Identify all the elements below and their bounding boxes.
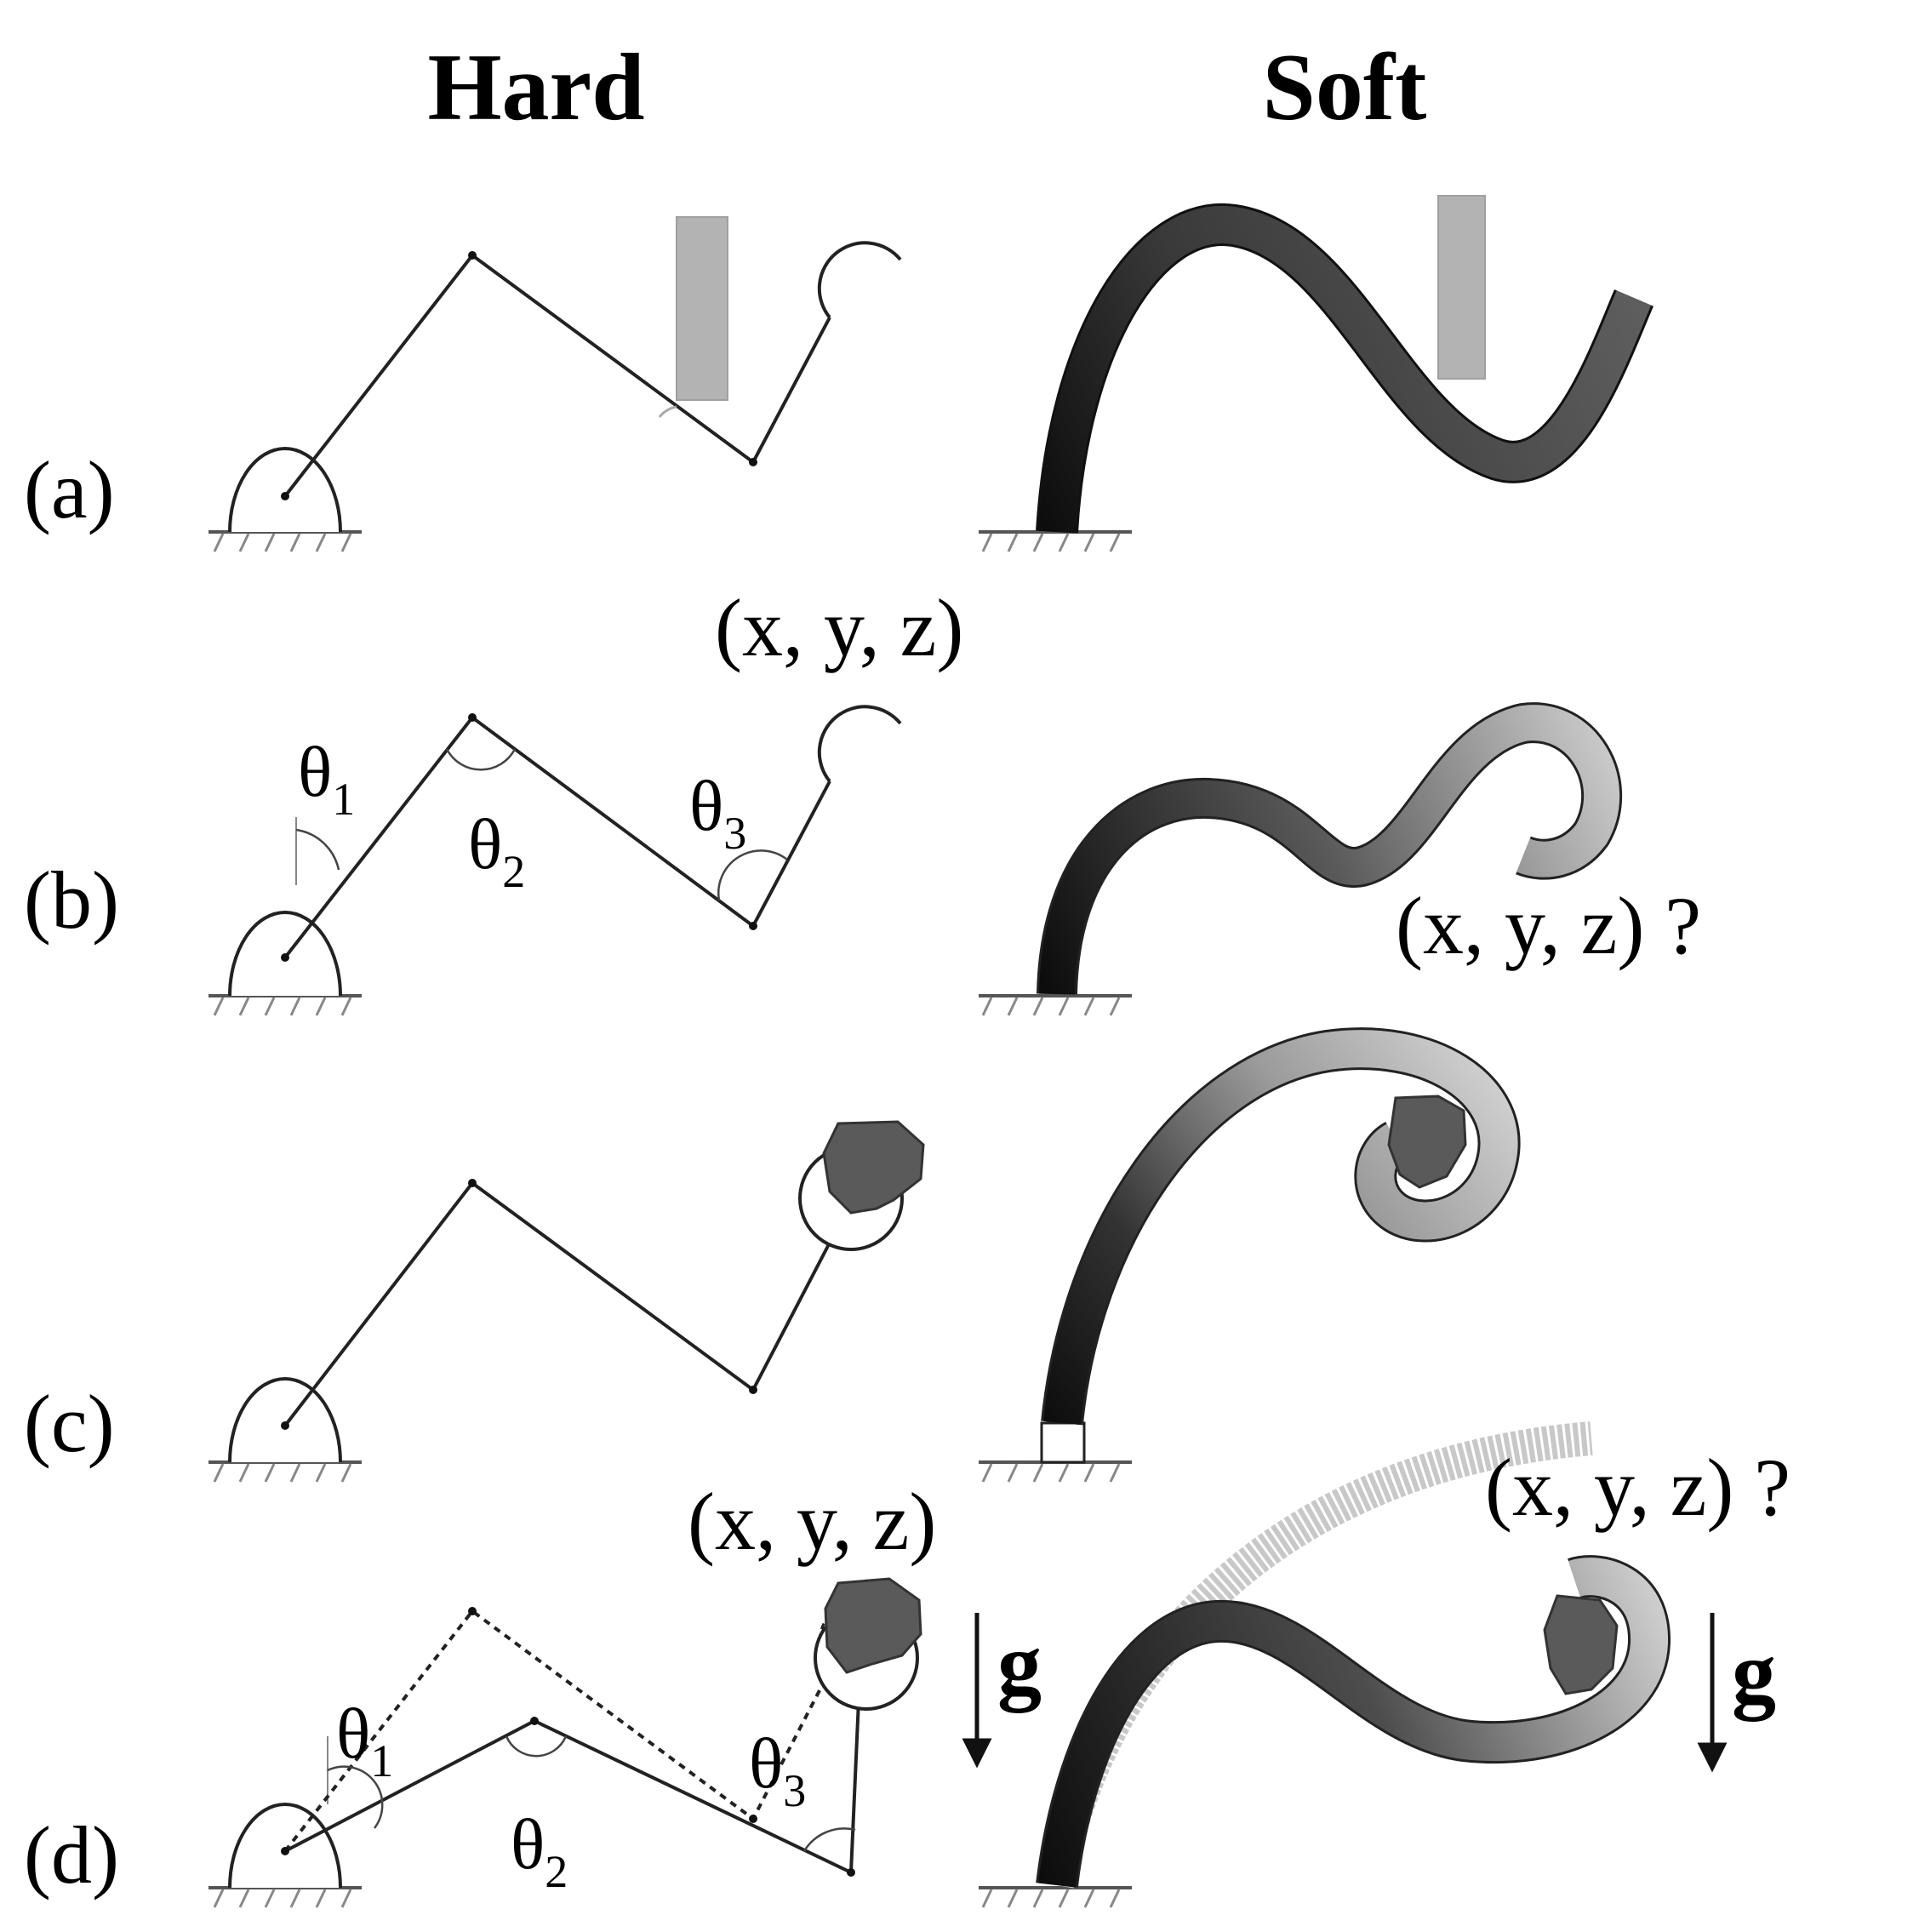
angle-arc-theta3-d (802, 1827, 856, 1852)
ground-d-soft (979, 1886, 1132, 1908)
soft-arm-a (1038, 206, 1652, 534)
row-d-soft-robot: (x, y, z) ? g (979, 1421, 1790, 1908)
column-title-soft: Soft (1263, 35, 1427, 140)
gripper-b (817, 705, 902, 783)
gravity-label-soft: g (1732, 1624, 1776, 1722)
soft-base-segment-c (1040, 1421, 1086, 1464)
rigid-links-c (283, 1180, 831, 1427)
theta2-label-d: θ2 (511, 1805, 568, 1897)
base-joint-c (228, 1377, 342, 1463)
gripper-a (817, 241, 902, 319)
row-d-hard-robot: θ1 θ2 θ3 g (208, 1577, 1042, 1908)
rigid-links-a (283, 253, 831, 498)
ground-b-hard (208, 994, 362, 1016)
column-title-hard: Hard (427, 35, 644, 140)
joint-dot (847, 1868, 855, 1877)
joint-dot (749, 458, 757, 466)
row-b-hard-robot: θ1 θ2 θ3 (208, 705, 902, 1016)
joint-dot (749, 922, 757, 930)
ground-c-hard (208, 1460, 362, 1483)
base-joint-a (228, 447, 342, 533)
angle-arc-theta1-d (327, 1765, 384, 1829)
coord-label-b-soft: (x, y, z) ? (1396, 880, 1701, 971)
joint-dot (749, 1386, 757, 1394)
row-label-c: (c) (24, 1378, 115, 1469)
theta3-label-b: θ3 (689, 767, 746, 859)
ground-b-soft (979, 994, 1132, 1016)
theta2-label-b: θ2 (468, 805, 525, 897)
row-c-soft-robot (979, 1027, 1521, 1483)
row-label-d: (d) (24, 1809, 119, 1901)
angle-arc-theta2 (445, 748, 517, 771)
collision-mark-a (658, 405, 677, 418)
gravity-label-hard: g (997, 1615, 1042, 1713)
row-b-soft-robot: (x, y, z) ? (979, 702, 1701, 1016)
coord-label-d-hard: (x, y, z) (688, 1476, 936, 1567)
joint-dot (468, 1179, 477, 1187)
joint-dot (281, 1421, 289, 1430)
grasped-object-d-hard (824, 1577, 922, 1674)
grasped-object-c-hard (822, 1120, 925, 1215)
intended-links-dashed-d (283, 1609, 831, 1853)
joint-dot (530, 1717, 539, 1725)
angle-arc-theta3 (717, 849, 788, 901)
row-a-hard-robot (208, 216, 902, 552)
ground-d-hard (208, 1886, 362, 1908)
row-a-soft-robot (979, 195, 1653, 552)
joint-dot (468, 713, 477, 722)
ground-a-soft (979, 530, 1132, 552)
coord-label-b-hard: (x, y, z) (715, 582, 963, 673)
ground-a-hard (208, 530, 362, 552)
obstacle-a-hard (676, 216, 728, 401)
ground-c-soft (979, 1460, 1132, 1483)
joint-dot (281, 953, 289, 962)
theta3-label-d: θ3 (749, 1724, 806, 1816)
theta1-label-b: θ1 (298, 733, 355, 825)
row-label-b: (b) (24, 855, 119, 946)
soft-arm-b (1039, 705, 1620, 995)
joint-dot (468, 1607, 477, 1615)
coord-label-d-soft: (x, y, z) ? (1485, 1442, 1790, 1533)
base-joint-d (228, 1803, 342, 1889)
joint-dot (749, 1815, 757, 1823)
joint-dot (281, 1847, 289, 1855)
actual-links-d (284, 1680, 861, 1876)
theta1-label-d: θ1 (336, 1695, 393, 1786)
row-label-a: (a) (24, 444, 115, 535)
obstacle-a-soft (1437, 195, 1486, 380)
row-c-hard-robot (208, 1120, 925, 1483)
grasped-object-d-soft (1543, 1594, 1619, 1695)
joint-dot (468, 251, 477, 260)
rigid-links-b (283, 715, 831, 959)
joint-dot (281, 492, 289, 500)
angle-arc-theta2-d (505, 1735, 568, 1758)
angle-arc-theta1 (295, 828, 340, 871)
grasped-object-c-soft (1387, 1095, 1467, 1189)
soft-arm-d (1038, 1558, 1668, 1888)
soft-arm-c (1043, 1030, 1518, 1426)
